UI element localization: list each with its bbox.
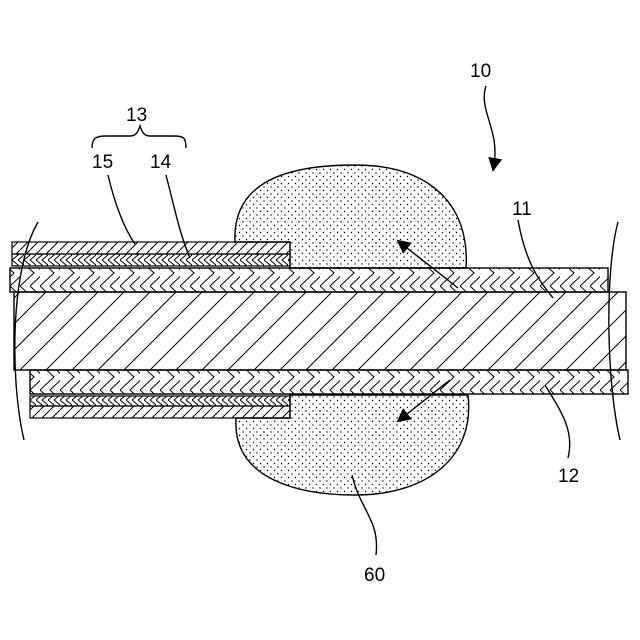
label-11: 11 bbox=[512, 199, 532, 220]
coat-15-upper bbox=[12, 242, 290, 254]
label-15: 15 bbox=[92, 152, 113, 173]
label-12: 12 bbox=[558, 466, 579, 487]
layer-11-core bbox=[14, 292, 626, 370]
coat-14-upper bbox=[12, 254, 290, 266]
leader-10 bbox=[484, 86, 495, 165]
coat-14-lower bbox=[30, 396, 290, 406]
leader-15 bbox=[108, 175, 135, 244]
coat-15-lower bbox=[30, 406, 290, 418]
label-14: 14 bbox=[150, 152, 172, 173]
layer-upper-thin bbox=[10, 268, 608, 292]
leader-12 bbox=[545, 385, 570, 458]
label-60: 60 bbox=[364, 565, 385, 586]
label-10: 10 bbox=[470, 61, 491, 82]
label-13: 13 bbox=[126, 105, 147, 126]
layer-12 bbox=[30, 370, 628, 394]
brace-13 bbox=[92, 126, 186, 148]
